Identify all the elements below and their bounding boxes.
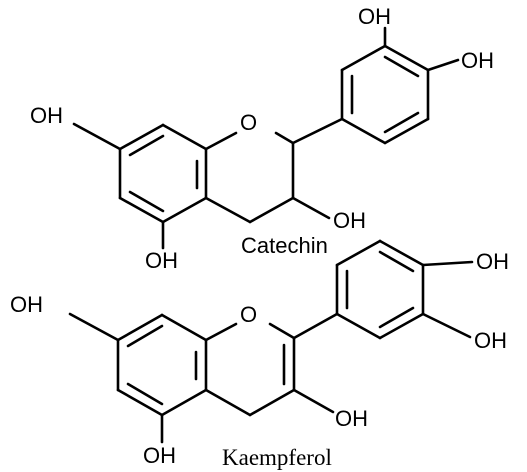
kaempferol-oh-c3-label: OH (335, 406, 368, 431)
kaempferol-oh-a7-bond (68, 312, 120, 342)
catechin-oh-a7-bond (72, 122, 122, 151)
catechin-oh-a7-label: OH (30, 103, 63, 128)
kaempferol-a-ring (116, 313, 208, 417)
catechin-b-ring (340, 44, 430, 145)
catechin-oh-top-right-bond (426, 58, 460, 72)
catechin-c-ring (204, 131, 295, 224)
catechin-oh-top-left-label: OH (358, 4, 391, 29)
catechin-a-ring (118, 123, 208, 224)
catechin-structure: OH OH OH O OH OH Catechin (30, 4, 494, 273)
catechin-ring-o-label: O (240, 110, 257, 135)
catechin-name: Catechin (241, 233, 328, 258)
kaempferol-structure: OH OH O OH OH OH Kaempferol (10, 239, 509, 470)
catechin-oh-a5-label: OH (145, 248, 178, 273)
kaempferol-ring-o-label: O (240, 302, 257, 327)
catechin-oh-c3-bond (291, 196, 331, 220)
kaempferol-oh-b-lower-label: OH (474, 328, 507, 353)
kaempferol-c2-b-bond (292, 312, 339, 340)
catechin-oh-top-right-label: OH (461, 48, 494, 73)
catechin-c2-b-bond (291, 117, 344, 145)
kaempferol-c-ring (204, 322, 296, 417)
kaempferol-oh-c3-bond (292, 388, 335, 414)
kaempferol-oh-b-upper-bond (421, 260, 474, 267)
kaempferol-oh-a7-label: OH (10, 292, 43, 317)
kaempferol-b-ring (335, 239, 425, 340)
kaempferol-name: Kaempferol (222, 445, 332, 470)
kaempferol-oh-a5-label: OH (143, 443, 176, 468)
catechin-oh-c3-label: OH (333, 208, 366, 233)
kaempferol-oh-b-lower-bond (421, 312, 472, 339)
kaempferol-oh-b-upper-label: OH (476, 249, 509, 274)
